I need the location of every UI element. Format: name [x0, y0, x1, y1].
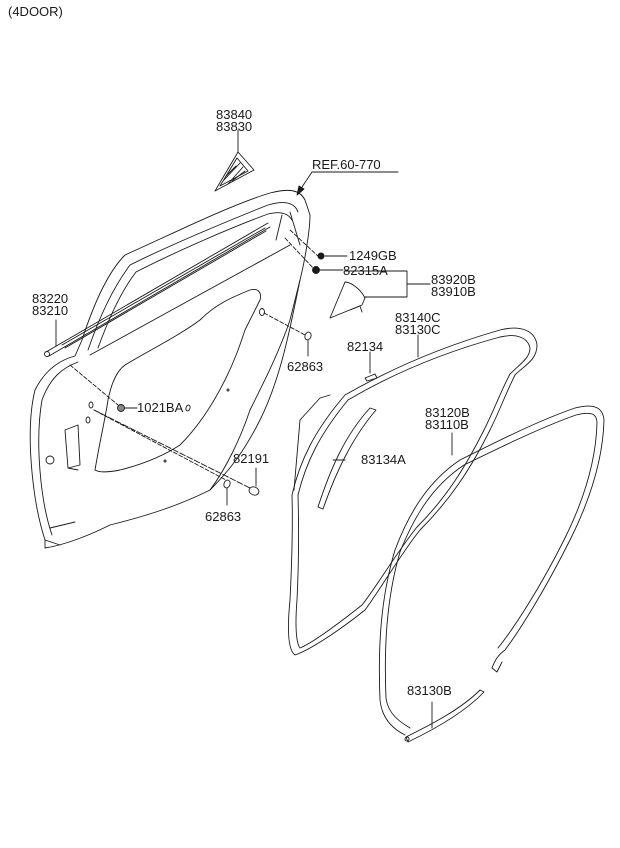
weatherstrip-trim-part [317, 407, 377, 510]
clip-part [284, 237, 344, 274]
label-hole-plug: 82191 [233, 451, 270, 466]
delta-cover-part [214, 151, 255, 192]
label-nut: 1021BA [137, 400, 184, 415]
label-screw: 1249GB [349, 248, 397, 263]
label-weatherstrip-upper-2: 83130C [395, 322, 441, 337]
weatherstrip-upper-part [287, 327, 538, 656]
leader-delta-garnish [344, 270, 431, 298]
delta-garnish-part [329, 281, 366, 319]
nut-part [69, 364, 138, 412]
label-weatherstrip-body-2: 83110B [425, 417, 469, 432]
diagram-title: (4DOOR) [8, 4, 63, 19]
clip-small-part [364, 351, 378, 382]
screw-part [289, 229, 348, 260]
weatherstrip-lower-part [404, 689, 485, 743]
door-panel [29, 189, 311, 549]
label-delta-cover-1: 83840 [216, 107, 253, 122]
label-weatherstrip-trim: 83134A [361, 452, 406, 467]
label-plug-lower: 62863 [205, 509, 242, 524]
hole-plug-part [93, 409, 260, 496]
label-weatherstrip-upper-1: 83140C [395, 310, 441, 325]
label-clip-small: 82134 [347, 339, 384, 354]
plug-lower-part [93, 409, 231, 506]
ref-leader [296, 171, 399, 196]
plug-upper-part [263, 312, 312, 357]
label-delta-garnish-2: 83910B [431, 284, 476, 299]
label-delta-cover-2: 83830 [216, 119, 253, 134]
label-belt-moulding-2: 83210 [32, 303, 69, 318]
label-ref: REF.60-770 [312, 157, 381, 172]
weatherstrip-body-part [378, 405, 605, 736]
label-delta-garnish-1: 83920B [431, 272, 476, 287]
label-plug-upper: 62863 [287, 359, 324, 374]
label-clip: 82315A [343, 263, 388, 278]
belt-moulding-part [44, 222, 271, 357]
label-weatherstrip-body-1: 83120B [425, 405, 470, 420]
label-belt-moulding-1: 83220 [32, 291, 69, 306]
label-weatherstrip-lower: 83130B [407, 683, 452, 698]
